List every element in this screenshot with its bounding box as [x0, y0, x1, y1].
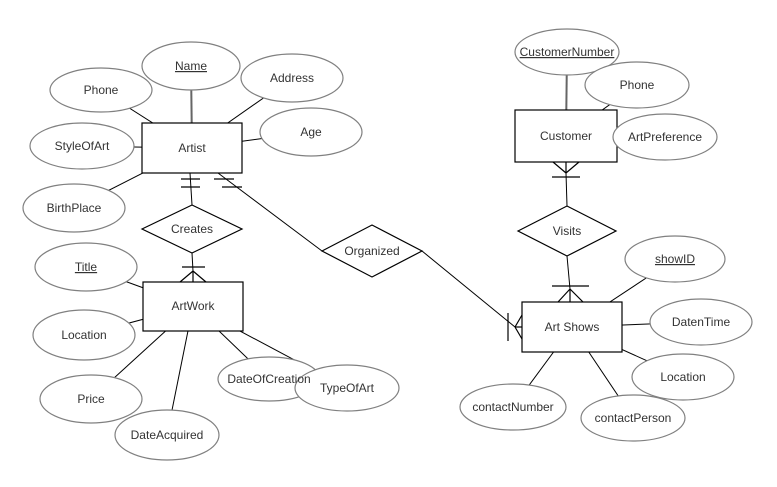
attribute-artist-name[interactable]: [141, 41, 241, 91]
labels: Artist ArtWork Customer Art Shows Create…: [47, 45, 731, 442]
entity-artist[interactable]: [141, 122, 243, 174]
attribute-customer-artpreference[interactable]: [612, 113, 718, 161]
crowsfoot-visits-artshows-left: [557, 288, 571, 303]
attribute-artist-styleofart[interactable]: [29, 122, 135, 170]
connector-creates-artwork: [191, 252, 194, 272]
connector-customer-visits: [565, 172, 568, 207]
relationship-creates[interactable]: [140, 204, 244, 254]
attribute-customer-number[interactable]: [514, 28, 620, 76]
attribute-customer-artpreference-label: ArtPreference: [628, 130, 702, 144]
crowsfoot-customer-visits-right: [565, 161, 580, 174]
entity-shapes: [141, 109, 623, 353]
attribute-artist-address-label: Address: [270, 71, 314, 85]
attribute-artist-address[interactable]: [240, 53, 344, 103]
entity-art-shows[interactable]: [521, 301, 623, 353]
attribute-artwork-title-label: Title: [75, 260, 98, 274]
relationship-organized-label: Organized: [344, 244, 399, 258]
attribute-artist-phone[interactable]: [49, 67, 153, 113]
attribute-customer-phone-label: Phone: [620, 78, 655, 92]
attribute-artwork-typeofart-label: TypeOfArt: [320, 381, 375, 395]
attribute-artwork-dateofcreation-label: DateOfCreation: [227, 372, 310, 386]
attribute-artist-age-label: Age: [300, 125, 322, 139]
attribute-artshows-datentime[interactable]: [649, 298, 753, 346]
cardinality-bars: [181, 176, 589, 341]
attribute-artwork-location[interactable]: [32, 309, 136, 361]
attribute-artwork-dateacquired-label: DateAcquired: [131, 428, 204, 442]
attribute-shapes: [22, 28, 753, 461]
attribute-artist-age[interactable]: [259, 107, 363, 157]
attribute-artwork-price[interactable]: [39, 374, 143, 424]
relationship-shapes: [140, 204, 618, 278]
crowsfoot-customer-visits-left: [552, 161, 567, 174]
attribute-artshows-contactperson[interactable]: [580, 394, 686, 442]
attribute-artshows-location[interactable]: [631, 353, 735, 401]
crowsfoot-organized-artshows-bottom: [514, 326, 523, 340]
connector-artist-creates: [189, 172, 193, 206]
crowsfoot-visits-artshows-right: [569, 288, 584, 303]
attribute-artshows-location-label: Location: [660, 370, 705, 384]
attribute-artwork-typeofart[interactable]: [294, 364, 400, 412]
attribute-customer-number-label: CustomerNumber: [520, 45, 615, 59]
entity-artwork[interactable]: [142, 281, 244, 332]
entity-artist-label: Artist: [178, 141, 206, 155]
attribute-artwork-location-label: Location: [61, 328, 106, 342]
attribute-artwork-price-label: Price: [77, 392, 105, 406]
attribute-artwork-dateacquired[interactable]: [114, 409, 220, 461]
attribute-artshows-contactperson-label: contactPerson: [595, 411, 672, 425]
relationship-visits-label: Visits: [553, 224, 581, 238]
attribute-artist-birthplace[interactable]: [22, 183, 126, 233]
relationship-organized[interactable]: [320, 224, 424, 278]
connector-organized-artshows: [421, 250, 516, 328]
attribute-artwork-title[interactable]: [34, 242, 138, 292]
relationship-visits[interactable]: [516, 205, 618, 257]
entity-customer[interactable]: [514, 109, 618, 163]
attribute-artist-name-label: Name: [175, 59, 207, 73]
crowsfoot-creates-artwork-left: [179, 270, 194, 283]
crowsfoot-organized-artshows-top: [514, 314, 523, 328]
attribute-artshows-showid[interactable]: [624, 235, 726, 283]
relationship-creates-label: Creates: [171, 222, 213, 236]
connector-visits-artshows: [566, 255, 571, 290]
attribute-artshows-contactnumber[interactable]: [459, 383, 567, 431]
attribute-artist-styleofart-label: StyleOfArt: [55, 139, 110, 153]
attribute-customer-phone[interactable]: [584, 61, 690, 109]
relationship-connectors: [179, 161, 584, 340]
crowsfoot-creates-artwork-right: [192, 270, 207, 283]
attribute-artshows-contactnumber-label: contactNumber: [472, 400, 553, 414]
entity-artwork-label: ArtWork: [171, 299, 215, 313]
entity-customer-label: Customer: [540, 129, 592, 143]
attribute-artist-phone-label: Phone: [84, 83, 119, 97]
attribute-artshows-datentime-label: DatenTime: [672, 315, 731, 329]
attribute-artshows-showid-label: showID: [655, 252, 695, 266]
attribute-artist-birthplace-label: BirthPlace: [47, 201, 102, 215]
entity-art-shows-label: Art Shows: [545, 320, 600, 334]
connector-artist-organized: [217, 172, 323, 252]
